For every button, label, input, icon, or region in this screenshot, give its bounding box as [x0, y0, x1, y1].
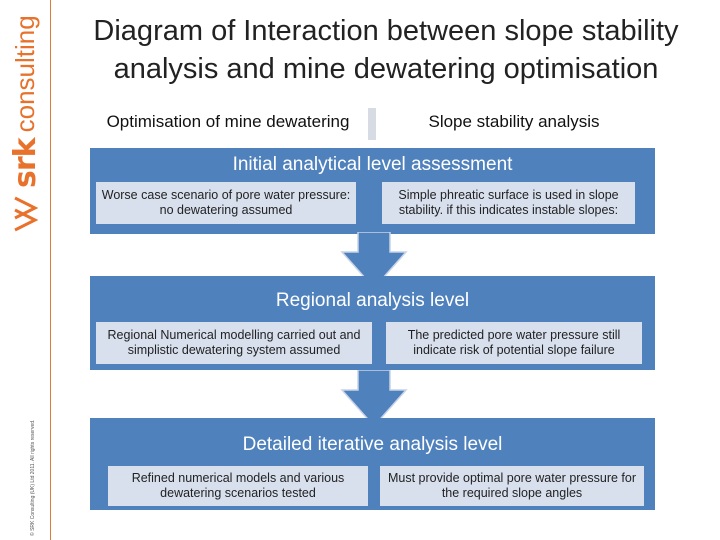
down-arrow-icon — [340, 232, 408, 290]
level-label: Detailed iterative analysis level — [242, 434, 503, 455]
slope-box: Simple phreatic surface is used in slope… — [382, 182, 635, 224]
brand-logo: srk consulting — [4, 4, 46, 232]
title-line-2: analysis and mine dewatering optimisatio… — [113, 53, 659, 85]
slope-box: The predicted pore water pressure still … — [386, 322, 642, 364]
level-label: Initial analytical level assessment — [232, 154, 513, 175]
column-header-dewatering: Optimisation of mine dewatering — [106, 112, 350, 131]
level-label: Regional analysis level — [275, 290, 470, 311]
title-line-1: Diagram of Interaction between slope sta… — [93, 15, 679, 47]
dewatering-box: Refined numerical models and various dew… — [108, 466, 368, 506]
dewatering-box: Worse case scenario of pore water pressu… — [96, 182, 356, 224]
slope-box: Must provide optimal pore water pressure… — [380, 466, 644, 506]
down-arrow-icon — [340, 370, 408, 428]
brand-suffix: consulting — [9, 15, 40, 133]
brand-name: srk — [7, 138, 43, 188]
slide-title: Diagram of Interaction between slope sta… — [62, 12, 710, 88]
level-band-initial: Initial analytical level assessment Wors… — [90, 148, 655, 234]
sidebar: srk consulting © SRK Consulting (UK) Ltd… — [0, 0, 51, 540]
dewatering-box: Regional Numerical modelling carried out… — [96, 322, 372, 364]
copyright-text: © SRK Consulting (UK) Ltd 2011. All righ… — [30, 419, 36, 536]
column-header-slope-stability: Slope stability analysis — [428, 112, 600, 131]
column-divider — [368, 108, 376, 140]
srk-mark-icon — [14, 196, 39, 232]
level-band-regional: Regional analysis level Regional Numeric… — [90, 276, 655, 370]
level-band-detailed: Detailed iterative analysis level Refine… — [90, 418, 655, 510]
